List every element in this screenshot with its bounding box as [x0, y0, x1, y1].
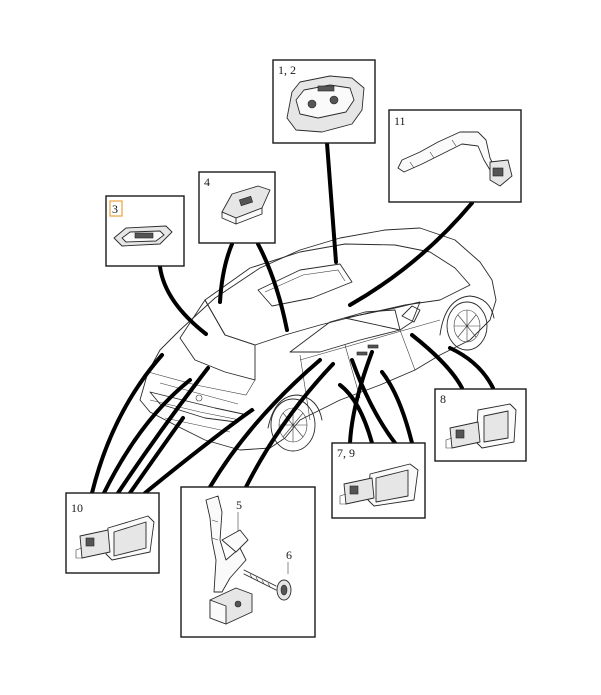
- callout-3: 3: [105, 195, 185, 267]
- callout-4: 4: [198, 171, 276, 244]
- callout-label-6: 6: [286, 548, 292, 562]
- callout-10: 10: [65, 492, 160, 574]
- callout-label-8: 8: [440, 392, 446, 406]
- callout-8: 8: [434, 388, 527, 462]
- callout-11: 11: [388, 109, 522, 203]
- leader-lines: [90, 141, 495, 495]
- car-illustration: [139, 227, 497, 452]
- callout-label-3: 3: [112, 202, 118, 216]
- callout-label-10: 10: [71, 501, 83, 515]
- callout-label-4: 4: [204, 175, 210, 189]
- callout-7-9: 7, 9: [331, 442, 426, 519]
- callout-5-6: 5 6: [180, 486, 316, 638]
- callout-label-11: 11: [394, 114, 406, 128]
- callout-label-1-2: 1, 2: [278, 63, 296, 77]
- callout-1-2: 1, 2: [272, 59, 376, 144]
- callout-label-7-9: 7, 9: [337, 446, 355, 460]
- callout-label-3-highlight: [109, 200, 123, 217]
- callout-label-5: 5: [236, 498, 242, 512]
